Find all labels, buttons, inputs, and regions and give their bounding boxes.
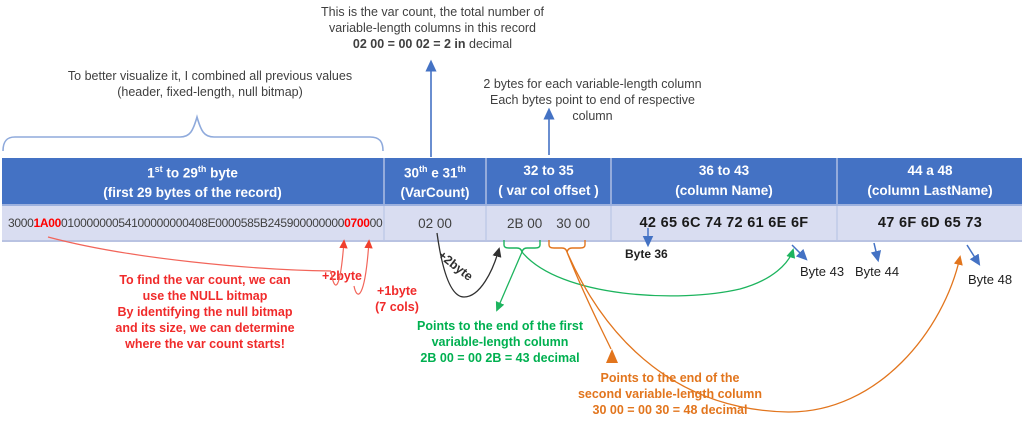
hex-null-bitmap-offset: 1A00 xyxy=(33,216,62,230)
header-subtitle: (VarCount) xyxy=(400,185,470,201)
header-column-lastname: 44 a 48 (column LastName) xyxy=(838,158,1022,204)
null-bitmap-line3: By identifying the null bitmap xyxy=(117,305,293,319)
header-subtitle: (column LastName) xyxy=(867,183,993,198)
sup: th xyxy=(457,163,467,174)
varcount-formula: 02 00 = 00 02 = 2 in xyxy=(352,37,466,51)
plus1byte-red-label: +1byte xyxy=(377,284,417,298)
header-bytes-1-29: 1st to 29th byte (first 29 bytes of the … xyxy=(2,158,385,204)
header-var-col-offset: 32 to 35 ( var col offset ) xyxy=(487,158,612,204)
varcount-line2: variable-length columns in this record xyxy=(328,21,537,35)
byte48-label: Byte 48 xyxy=(968,272,1013,287)
header-varcount: 30th e 31th (VarCount) xyxy=(385,158,487,204)
offsets-annotation: 2 bytes for each variable-length column … xyxy=(450,76,735,124)
first-var-line3: 2B 00 = 00 2B = 43 decimal xyxy=(420,351,580,365)
header-text: e 31 xyxy=(427,165,458,181)
byte36-label: Byte 36 xyxy=(625,247,668,261)
offset-2-value: 30 00 xyxy=(556,215,591,231)
header-text: 32 to 35 xyxy=(523,163,574,178)
hex-col-count: 0700 xyxy=(344,216,370,230)
cell-varcount: 02 00 xyxy=(385,206,487,240)
sup: st xyxy=(154,163,163,174)
byte43-arrow-icon xyxy=(791,244,808,261)
byte48-arrow-icon xyxy=(966,244,981,266)
table-data-row: 30001A0001000000054100000000408E0000585B… xyxy=(2,206,1022,242)
cell-lastname-bytes: 47 6F 6D 65 73 xyxy=(838,206,1022,240)
header-column-name: 36 to 43 (column Name) xyxy=(612,158,838,204)
header-text: 44 a 48 xyxy=(907,163,953,178)
offsets-line2: Each bytes point to end of respective xyxy=(490,93,695,107)
header-text: 36 to 43 xyxy=(698,163,750,178)
second-var-annotation: Points to the end of the second variable… xyxy=(551,370,789,418)
offset1-text-arrow-icon xyxy=(495,251,523,312)
second-var-line1: Points to the end of the xyxy=(600,371,740,385)
header-text: byte xyxy=(206,165,238,181)
null-bitmap-line5: where the var count starts! xyxy=(125,337,285,351)
hex-fixed-data: 01000000054100000000408E0000585B24590000… xyxy=(61,216,345,230)
byte44-arrow-icon xyxy=(870,242,882,263)
sup: th xyxy=(197,163,207,174)
cell-name-bytes: 42 65 6C 74 72 61 6E 6F xyxy=(612,206,838,240)
offset2-text-arrow-icon xyxy=(606,349,618,363)
name-bytes-value: 42 65 6C 74 72 61 6E 6F xyxy=(639,215,809,231)
first-var-line2: variable-length column xyxy=(431,335,569,349)
cell-var-col-offsets: 2B 00 30 00 xyxy=(487,206,612,240)
hex-null-bitmap: 00 xyxy=(369,216,383,230)
lastname-bytes-value: 47 6F 6D 65 73 xyxy=(877,215,983,231)
table-header-row: 1st to 29th byte (first 29 bytes of the … xyxy=(2,158,1022,206)
header-subtitle: (column Name) xyxy=(675,183,773,198)
varcount-value: 02 00 xyxy=(418,215,452,231)
combined-annotation: To better visualize it, I combined all p… xyxy=(45,68,375,100)
second-var-line2: second variable-length column xyxy=(577,387,763,401)
second-var-line3: 30 00 = 00 30 = 48 decimal xyxy=(592,403,748,417)
header-subtitle: (first 29 bytes of the record) xyxy=(103,185,282,201)
combined-line2: (header, fixed-length, null bitmap) xyxy=(117,85,303,99)
sup: th xyxy=(419,163,428,174)
plus2byte-red-label: +2byte xyxy=(322,269,362,283)
null-bitmap-annotation: To find the var count, we can use the NU… xyxy=(75,272,335,352)
varcount-annotation: This is the var count, the total number … xyxy=(285,4,580,52)
byte43-label: Byte 43 xyxy=(800,264,845,279)
byte-layout-table: 1st to 29th byte (first 29 bytes of the … xyxy=(2,158,1022,242)
offsets-line1: 2 bytes for each variable-length column xyxy=(483,77,702,91)
varcount-line1: This is the var count, the total number … xyxy=(320,5,545,19)
offset-1-value: 2B 00 xyxy=(506,215,543,231)
null-bitmap-pointer-line xyxy=(47,236,332,272)
header-subtitle: ( var col offset ) xyxy=(498,183,599,198)
column1-brace xyxy=(2,114,384,152)
header-text: to 29 xyxy=(162,165,198,181)
first-var-line1: Points to the end of the first xyxy=(417,319,583,333)
null-bitmap-line1: To find the var count, we can xyxy=(119,273,291,287)
hex-prefix: 3000 xyxy=(8,216,34,230)
null-bitmap-line2: use the NULL bitmap xyxy=(142,289,268,303)
varcount-line3: 02 00 = 00 02 = 2 in decimal xyxy=(285,36,580,52)
byte44-label: Byte 44 xyxy=(855,264,900,279)
null-bitmap-line4: and its size, we can determine xyxy=(115,321,295,335)
combined-line1: To better visualize it, I combined all p… xyxy=(67,69,353,83)
first-var-annotation: Points to the end of the first variable-… xyxy=(393,318,607,366)
cell-record-hex: 30001A0001000000054100000000408E0000585B… xyxy=(2,206,385,240)
7cols-red-label: (7 cols) xyxy=(375,300,419,314)
plus2byte-black-label: +2byte xyxy=(435,248,476,284)
offsets-line3: column xyxy=(572,109,613,123)
varcount-formula-rest: decimal xyxy=(465,37,513,51)
header-text: 30 xyxy=(403,165,419,181)
header-text: 1 xyxy=(147,165,155,181)
